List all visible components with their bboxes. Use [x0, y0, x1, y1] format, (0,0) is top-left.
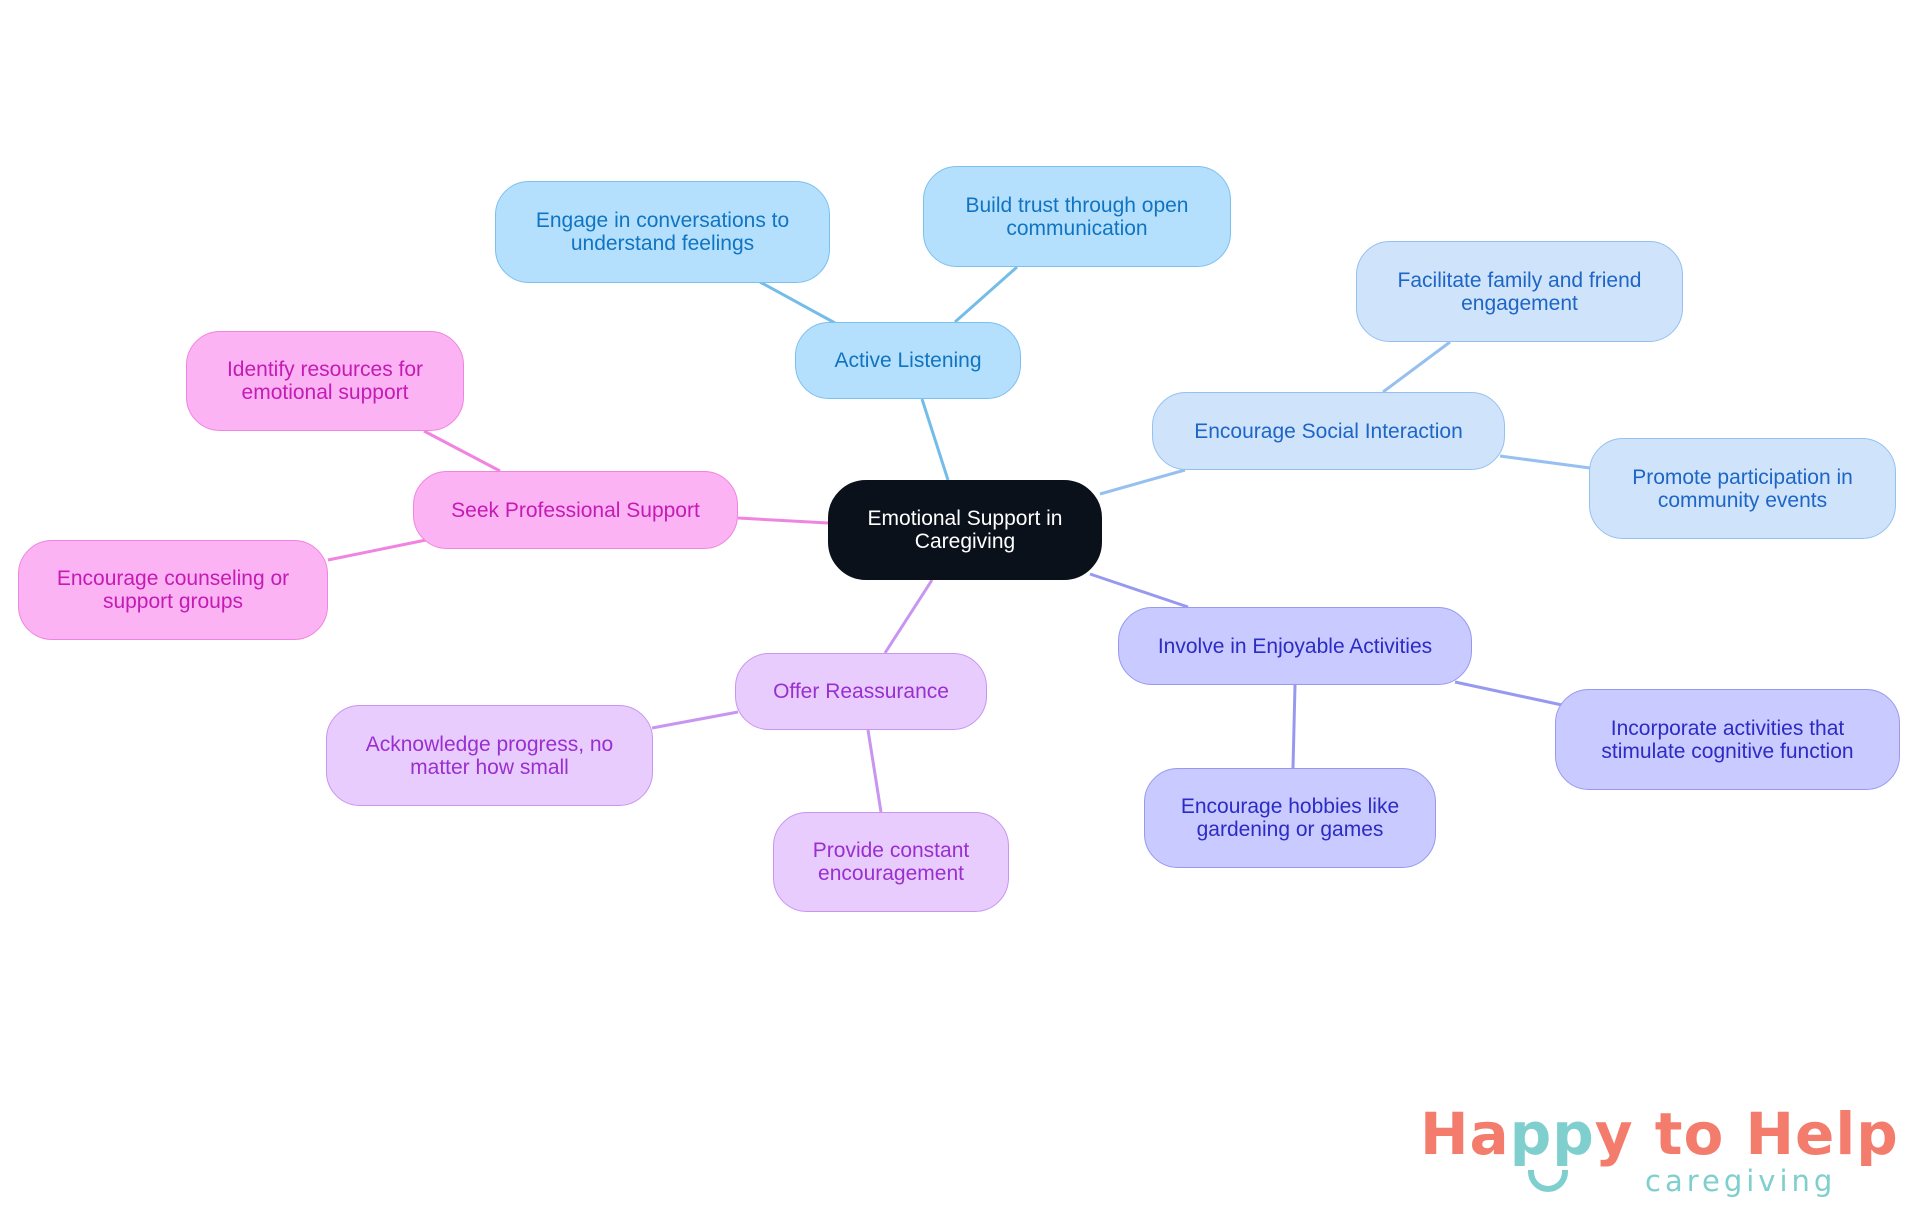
- happy-to-help-logo: Happy to Help caregiving: [1420, 1100, 1898, 1210]
- leaf-hobbies[interactable]: Encourage hobbies like gardening or game…: [1144, 768, 1436, 868]
- leaf-label: Identify resources for emotional support: [226, 358, 424, 404]
- logo-subtitle: caregiving: [1645, 1164, 1837, 1198]
- leaf-acknowledge-progress[interactable]: Acknowledge progress, no matter how smal…: [326, 705, 653, 806]
- branch-active-listening[interactable]: Active Listening: [795, 322, 1021, 399]
- leaf-label: Build trust through open communication: [965, 193, 1189, 240]
- leaf-label: Incorporate activities that stimulate co…: [1601, 716, 1854, 763]
- leaf-label: Promote participation in community event…: [1632, 465, 1853, 512]
- leaf-facilitate-family[interactable]: Facilitate family and friend engagement: [1356, 241, 1683, 342]
- leaf-label: Encourage counseling or support groups: [56, 567, 290, 613]
- leaf-label: Facilitate family and friend engagement: [1397, 268, 1642, 315]
- branch-label: Offer Reassurance: [773, 680, 949, 703]
- leaf-cognitive-activities[interactable]: Incorporate activities that stimulate co…: [1555, 689, 1900, 790]
- logo-text-rest: y to Help: [1594, 1100, 1899, 1168]
- leaf-engage-conversations[interactable]: Engage in conversations to understand fe…: [495, 181, 830, 283]
- leaf-constant-encouragement[interactable]: Provide constant encouragement: [773, 812, 1009, 912]
- leaf-label: Engage in conversations to understand fe…: [535, 209, 790, 255]
- leaf-label: Acknowledge progress, no matter how smal…: [365, 732, 614, 779]
- smile-icon: [1528, 1170, 1568, 1192]
- leaf-identify-resources[interactable]: Identify resources for emotional support: [186, 331, 464, 431]
- leaf-counseling-groups[interactable]: Encourage counseling or support groups: [18, 540, 328, 640]
- root-node-label: Emotional Support in Caregiving: [867, 507, 1063, 553]
- leaf-label: Provide constant encouragement: [812, 839, 970, 885]
- leaf-build-trust[interactable]: Build trust through open communication: [923, 166, 1231, 267]
- branch-professional-support[interactable]: Seek Professional Support: [413, 471, 738, 549]
- branch-label: Encourage Social Interaction: [1194, 419, 1463, 443]
- leaf-label: Encourage hobbies like gardening or game…: [1180, 795, 1400, 841]
- leaf-community-events[interactable]: Promote participation in community event…: [1589, 438, 1896, 539]
- logo-text-ha: Ha: [1420, 1100, 1510, 1168]
- branch-offer-reassurance[interactable]: Offer Reassurance: [735, 653, 987, 730]
- branch-label: Seek Professional Support: [451, 498, 700, 522]
- logo-wordmark: Happy to Help: [1420, 1100, 1899, 1168]
- branch-enjoyable-activities[interactable]: Involve in Enjoyable Activities: [1118, 607, 1472, 685]
- branch-social-interaction[interactable]: Encourage Social Interaction: [1152, 392, 1505, 470]
- branch-label: Active Listening: [834, 349, 982, 372]
- root-node[interactable]: Emotional Support in Caregiving: [828, 480, 1102, 580]
- branch-label: Involve in Enjoyable Activities: [1157, 634, 1433, 658]
- logo-text-pp: pp: [1509, 1100, 1595, 1168]
